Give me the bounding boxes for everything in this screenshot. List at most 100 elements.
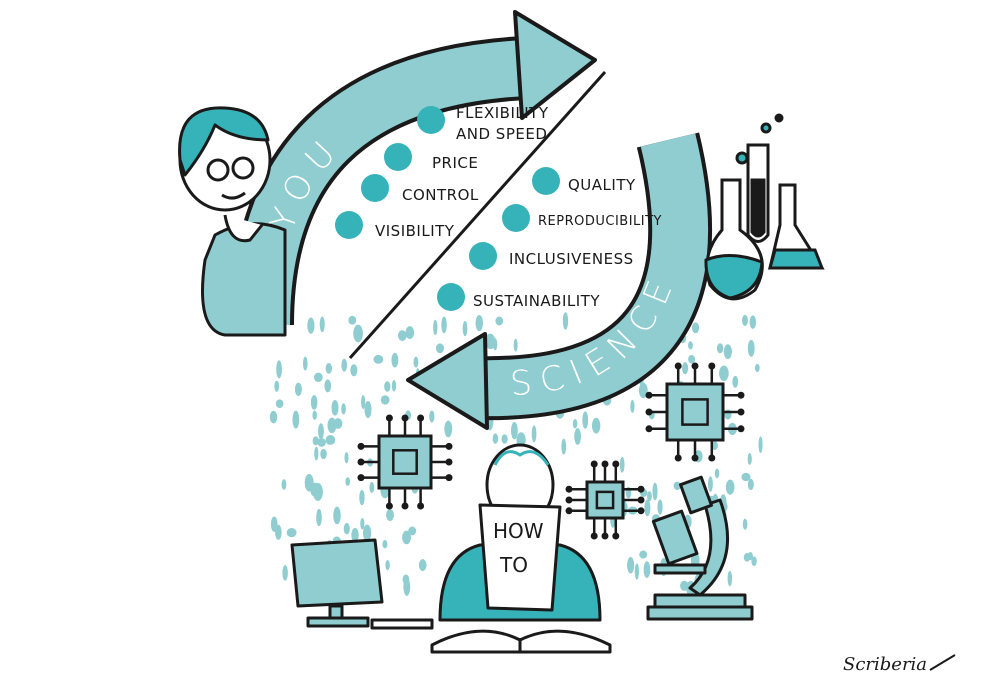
chip-icon — [565, 460, 645, 540]
spray-dot — [380, 395, 390, 405]
spray-dot — [318, 423, 324, 440]
spray-dot — [619, 456, 625, 473]
spray-dot — [510, 421, 518, 440]
bullet — [417, 106, 445, 134]
bullet — [437, 283, 465, 311]
spray-dot — [286, 528, 297, 538]
you-list — [335, 106, 445, 239]
science-list — [437, 167, 560, 311]
spray-dot — [360, 518, 365, 530]
pen-icon — [929, 654, 956, 671]
bullet — [532, 167, 560, 195]
spray-dot — [320, 448, 327, 460]
item-sustainability: SUSTAINABILITY — [473, 292, 600, 310]
spray-dot — [324, 379, 332, 393]
spray-dot — [418, 559, 427, 572]
spray-dot — [386, 509, 394, 522]
spray-dot — [688, 355, 696, 364]
spray-dot — [351, 527, 359, 542]
spray-dot — [441, 316, 447, 334]
spray-dot — [743, 552, 751, 562]
spray-dot — [714, 468, 720, 479]
spray-dot — [362, 524, 372, 542]
spray-dot — [723, 344, 732, 360]
item-reproducibility: REPRODUCIBILITY — [538, 214, 662, 229]
microscope — [646, 475, 754, 621]
spray-dot — [325, 434, 336, 445]
spray-dot — [382, 540, 388, 549]
spray-dot — [344, 451, 349, 464]
spray-dot — [627, 557, 635, 574]
spray-dot — [513, 338, 518, 352]
spray-dot — [634, 563, 639, 580]
bullet — [335, 211, 363, 239]
spray-dot — [741, 472, 751, 482]
spray-dot — [561, 438, 567, 455]
spray-dot — [312, 410, 317, 420]
spray-dot — [314, 446, 319, 461]
item-price: PRICE — [432, 154, 478, 172]
spray-dot — [574, 428, 581, 445]
spray-dot — [682, 362, 689, 375]
spray-dot — [732, 375, 739, 388]
item-inclusiveness: INCLUSIVENESS — [509, 250, 634, 268]
spray-dot — [361, 395, 366, 410]
spray-dot — [275, 524, 282, 540]
spray-dot — [269, 410, 278, 424]
spray-dot — [716, 343, 724, 354]
spray-dot — [747, 478, 754, 491]
item-visibility: VISIBILITY — [375, 222, 455, 240]
spray-dot — [333, 506, 341, 525]
spray-dot — [341, 403, 346, 415]
chip-icon — [357, 414, 453, 510]
spray-dot — [350, 364, 358, 377]
spray-dot — [341, 358, 348, 372]
spray-dot — [343, 522, 350, 535]
bullet — [361, 174, 389, 202]
spray-dot — [435, 343, 445, 354]
paper-line-1: HOW — [493, 519, 544, 543]
spray-dot — [310, 482, 320, 497]
spray-dot — [751, 556, 757, 567]
spray-dot — [691, 322, 700, 334]
spray-dot — [316, 508, 322, 527]
spray-dot — [317, 438, 326, 447]
spray-dot — [643, 561, 651, 578]
item-control: CONTROL — [402, 186, 479, 204]
spray-dot — [429, 410, 435, 423]
spray-dot — [688, 341, 693, 350]
spray-dot — [408, 526, 417, 536]
spray-dot — [758, 436, 763, 454]
spray-dot — [673, 481, 681, 491]
circuit-chips — [357, 362, 745, 540]
spray-dot — [281, 479, 287, 490]
spray-dot — [742, 518, 748, 530]
spray-dot — [747, 339, 755, 357]
spray-dot — [325, 363, 333, 374]
spray-dot — [313, 372, 323, 382]
spray-dot — [572, 419, 578, 429]
spray-dot — [747, 452, 752, 465]
spray-dot — [384, 381, 391, 392]
spray-dot — [495, 316, 504, 326]
spray-dot — [282, 565, 288, 581]
spray-dot — [725, 479, 735, 495]
item-and-speed: AND SPEED — [456, 125, 547, 143]
spray-dot — [275, 399, 284, 408]
spray-dot — [391, 380, 397, 392]
spray-dot — [444, 420, 453, 438]
spray-dot — [345, 477, 351, 486]
spray-dot — [369, 481, 375, 494]
item-quality: QUALITY — [568, 176, 636, 194]
spray-dot — [754, 363, 760, 373]
spray-dot — [711, 441, 718, 451]
spray-dot — [562, 312, 569, 330]
scriberia-signature: Scriberia — [843, 654, 927, 675]
spray-dot — [657, 499, 663, 515]
lab-flasks — [704, 113, 825, 301]
spray-dot — [742, 314, 748, 327]
spray-dot — [312, 436, 319, 446]
spray-dot — [403, 578, 411, 596]
spray-dot — [413, 356, 419, 368]
